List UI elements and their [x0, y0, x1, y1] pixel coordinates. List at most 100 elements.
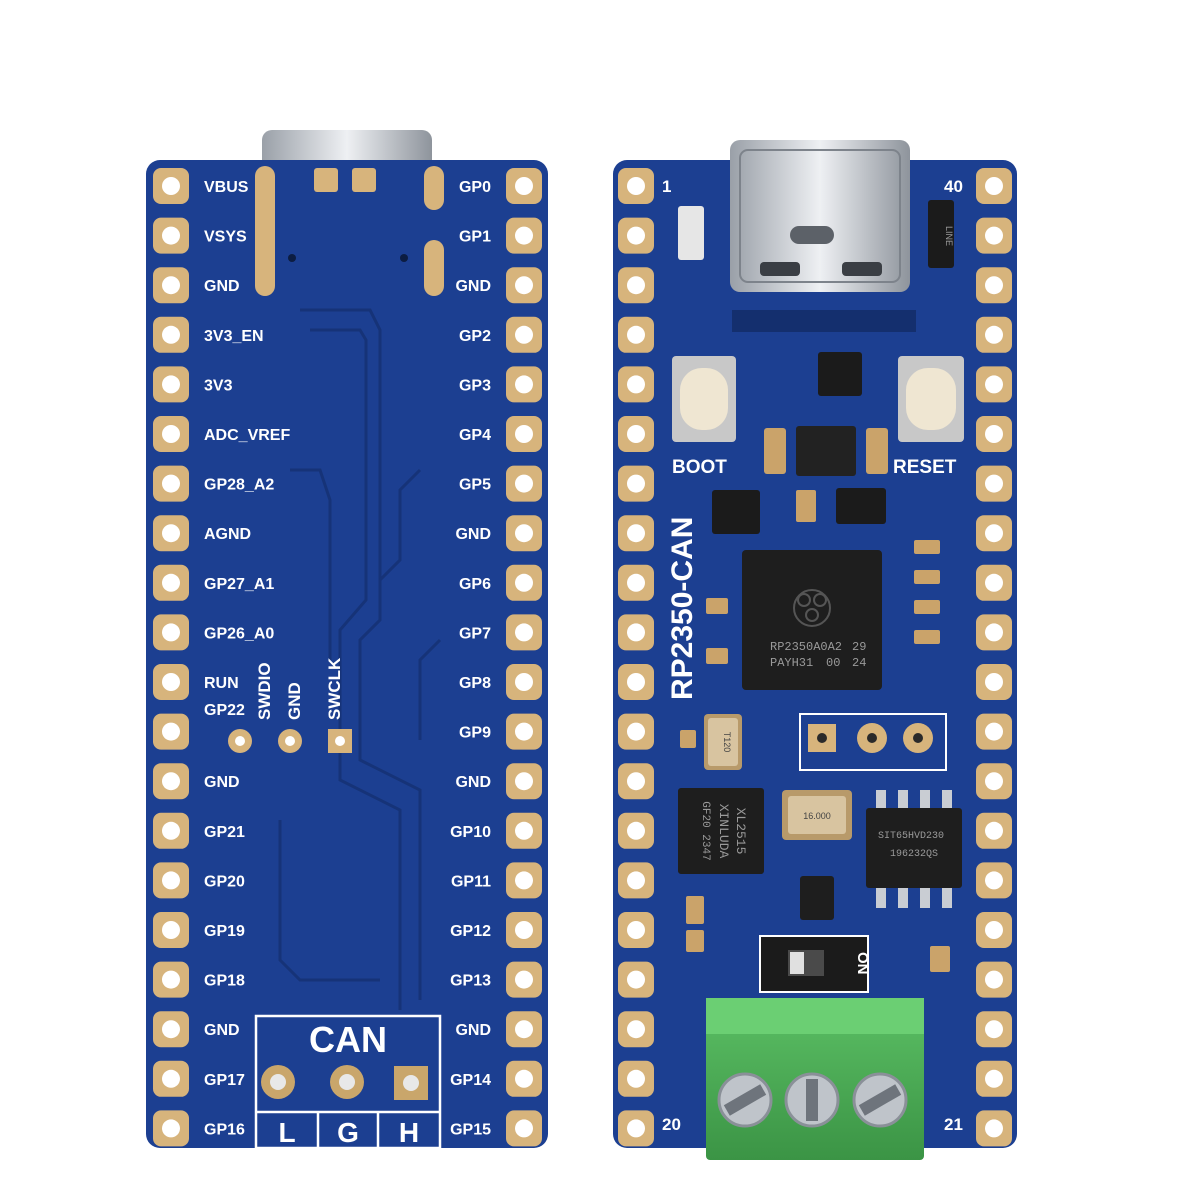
pin-40-number: 40 [944, 177, 963, 196]
front-pad-right-11 [976, 664, 1012, 700]
swdio-label: SWDIO [255, 662, 274, 720]
back-left-label: GND [204, 1022, 240, 1039]
back-pad-right-3 [506, 267, 542, 304]
back-right-label: GP10 [450, 824, 491, 841]
back-pad-left-5 [153, 366, 189, 403]
back-pad-right-12 [506, 713, 542, 750]
crystal-1: T120 [704, 714, 742, 770]
termination-switch[interactable]: ON [759, 935, 871, 993]
front-pad-right-5 [976, 366, 1012, 403]
xl2515-line1: XL2515 [733, 808, 748, 855]
can-box: CAN L G H [254, 1014, 442, 1150]
regulator-ic [818, 352, 862, 396]
back-pad-left-3 [153, 267, 189, 304]
boot-button[interactable] [672, 356, 736, 442]
front-pad-right-16 [976, 912, 1012, 948]
back-pad-left-13 [153, 763, 189, 800]
inductor [796, 426, 856, 476]
can-g-label: G [337, 1117, 359, 1148]
pcb-traces-back [278, 308, 442, 1010]
back-right-pin-labels: GP0GP1GNDGP2GP3GP4GP5GNDGP6GP7GP8GP9GNDG… [450, 179, 491, 1138]
back-left-label: GND [204, 278, 240, 295]
transceiver-ic: SIT65HVD230 196232QS [866, 790, 962, 908]
back-pad-left-11 [153, 664, 189, 700]
front-pad-left-19 [618, 1060, 654, 1097]
back-right-label: GP2 [459, 328, 491, 345]
back-pad-left-9 [153, 564, 189, 601]
back-left-label: GP18 [204, 973, 245, 990]
back-castellated-pads [153, 168, 542, 1147]
can-terminal-block[interactable] [706, 998, 924, 1160]
back-pad-left-19 [153, 1060, 189, 1097]
back-left-pin-labels: VBUSVSYSGND3V3_EN3V3ADC_VREFGP28_A2AGNDG… [204, 179, 290, 1138]
front-pad-left-13 [618, 763, 654, 800]
xl2515-can-controller: XL2515 XINLUDA GF20 2347 [678, 788, 764, 874]
back-left-label: RUN [204, 675, 239, 692]
back-pad-right-15 [506, 862, 542, 899]
pin-21-number: 21 [944, 1115, 963, 1134]
front-board: 1 40 20 21 LINE BOOT [613, 140, 1017, 1160]
back-left-label: GP22 [204, 702, 245, 719]
reset-button[interactable] [898, 356, 964, 442]
front-pad-right-17 [976, 961, 1012, 998]
terminal-screw-3[interactable] [852, 1072, 908, 1128]
back-pad-right-20 [506, 1110, 542, 1147]
diode-label: LINE [944, 226, 954, 246]
front-pad-left-16 [618, 912, 654, 948]
back-left-label: GP19 [204, 923, 245, 940]
back-right-label: GP3 [459, 377, 491, 394]
back-left-label: GP27_A1 [204, 576, 274, 593]
front-pad-left-3 [618, 267, 654, 304]
front-pad-left-20 [618, 1110, 654, 1147]
front-pad-right-14 [976, 812, 1012, 849]
back-pad-right-7 [506, 465, 542, 502]
transceiver-line1: SIT65HVD230 [878, 831, 944, 842]
back-pad-left-1 [153, 168, 189, 204]
back-left-label: 3V3_EN [204, 328, 264, 345]
front-pad-right-9 [976, 564, 1012, 601]
front-pad-left-15 [618, 862, 654, 899]
front-pad-left-18 [618, 1011, 654, 1048]
front-pad-right-19 [976, 1060, 1012, 1097]
switch-on-label: ON [854, 952, 871, 975]
back-pad-left-4 [153, 316, 189, 353]
front-pad-right-3 [976, 267, 1012, 304]
back-pad-right-11 [506, 664, 542, 700]
swd-header: SWDIO GND SWCLK [228, 657, 352, 753]
reset-label: RESET [893, 457, 957, 478]
front-pad-left-12 [618, 713, 654, 750]
back-right-label: GP6 [459, 576, 491, 593]
front-pad-left-4 [618, 316, 654, 353]
back-right-label: GP15 [450, 1121, 491, 1138]
terminal-screw-2[interactable] [784, 1072, 840, 1128]
front-pad-right-6 [976, 416, 1012, 452]
back-pad-right-17 [506, 961, 542, 998]
pin-20-number: 20 [662, 1115, 681, 1134]
back-pad-left-10 [153, 614, 189, 651]
back-right-label: GND [455, 774, 491, 791]
can-title: CAN [309, 1019, 387, 1060]
usb-c-connector [730, 140, 910, 292]
chip-line2: 29 [852, 640, 866, 654]
back-right-label: GP11 [451, 873, 491, 890]
front-pad-right-2 [976, 217, 1012, 254]
back-pad-right-2 [506, 217, 542, 254]
back-left-label: GP26_A0 [204, 625, 274, 642]
back-pad-left-20 [153, 1110, 189, 1147]
back-pad-right-6 [506, 416, 542, 452]
header-3pin [799, 713, 947, 771]
back-pad-left-7 [153, 465, 189, 502]
front-pad-right-7 [976, 465, 1012, 502]
back-left-label: GP16 [204, 1121, 245, 1138]
front-pad-right-4 [976, 316, 1012, 353]
terminal-screw-1[interactable] [717, 1072, 773, 1128]
front-pad-left-1 [618, 168, 654, 204]
front-pad-left-7 [618, 465, 654, 502]
front-pad-left-2 [618, 217, 654, 254]
back-board: VBUSVSYSGND3V3_EN3V3ADC_VREFGP28_A2AGNDG… [146, 130, 548, 1150]
back-pad-left-6 [153, 416, 189, 452]
back-right-label: GP8 [459, 675, 491, 692]
back-pad-left-17 [153, 961, 189, 998]
chip-line4: 00 [826, 656, 840, 670]
raspberry-logo-icon [793, 589, 831, 627]
